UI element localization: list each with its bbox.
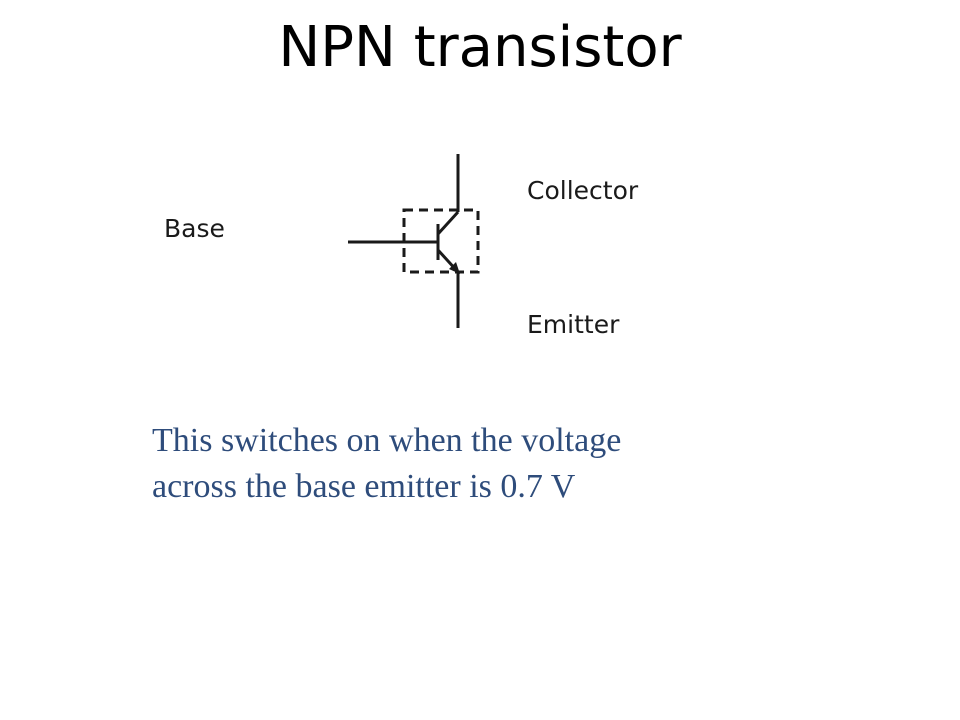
package-outline: [402, 208, 480, 274]
emitter-arrow: [449, 262, 460, 274]
caption-line-1: This switches on when the voltage: [152, 422, 622, 459]
caption: This switches on when the voltage across…: [152, 418, 872, 510]
base-label: Base: [164, 214, 225, 243]
collector-diagonal: [436, 210, 460, 236]
slide-title: NPN transistor: [278, 15, 682, 80]
emitter-label: Emitter: [527, 310, 620, 339]
npn-transistor-symbol: [348, 154, 480, 328]
collector-label: Collector: [527, 176, 639, 205]
caption-line-2: across the base emitter is 0.7 V: [152, 468, 576, 505]
